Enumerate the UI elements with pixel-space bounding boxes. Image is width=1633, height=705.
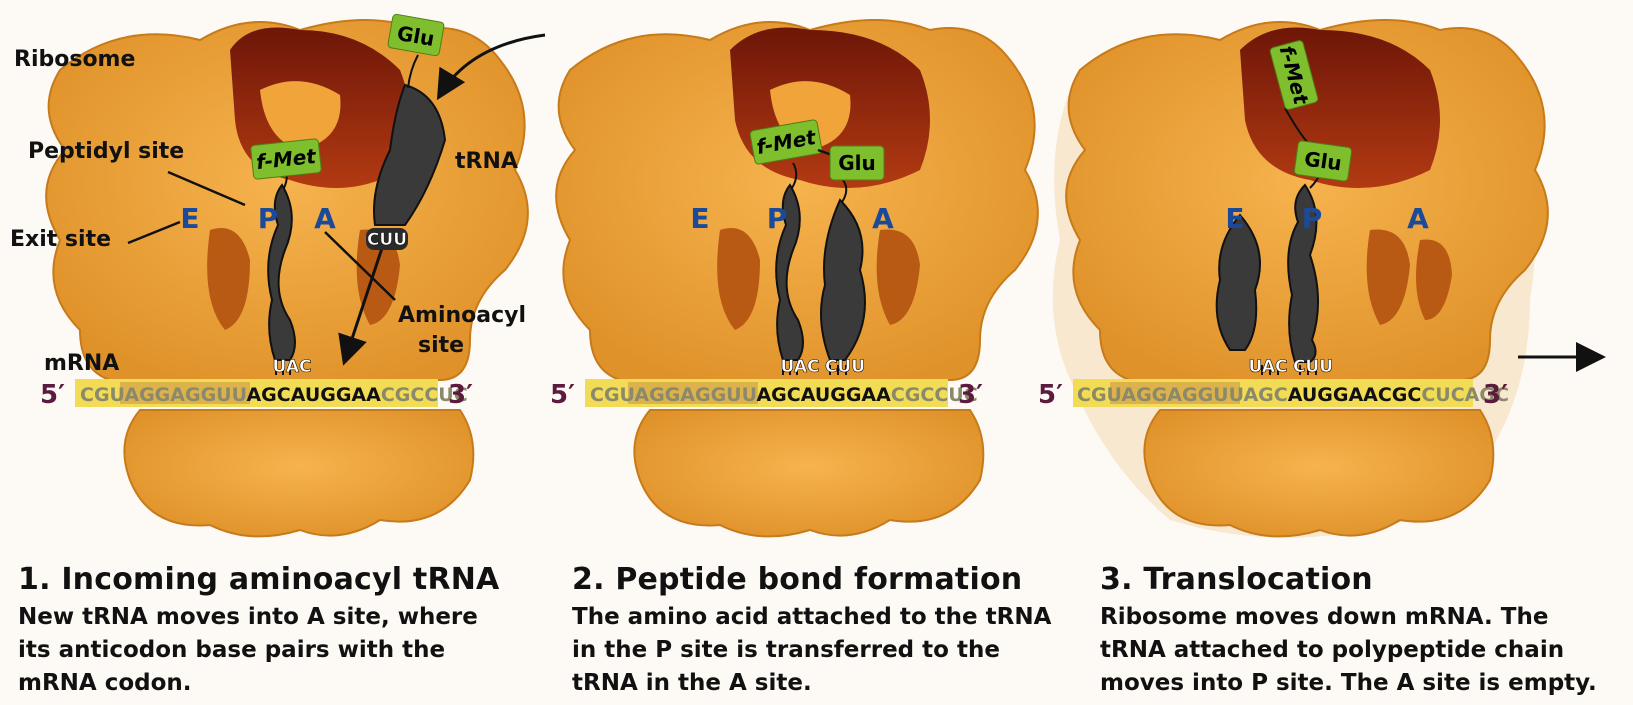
caption-1: 1. Incoming aminoacyl tRNA New tRNA move…: [18, 562, 518, 700]
caption-title: 1. Incoming aminoacyl tRNA: [18, 562, 518, 597]
five-prime-end: 5′: [40, 380, 65, 410]
three-prime-end: 3′: [1483, 380, 1508, 410]
panel-2: [556, 20, 1038, 536]
mrna-sequence: CGUAGGAGGUUAGCAUGGAACGCCUC: [590, 384, 978, 406]
mrna-strands: CGUAGGAGGUUAGCAUGGAACGCCUC CGUAGGAGGUUAG…: [40, 379, 1509, 410]
site-p: P: [258, 202, 279, 235]
caption-line: in the P site is transferred to the: [572, 634, 1072, 667]
site-p: P: [767, 202, 788, 235]
anticodon-uac: UAC: [781, 357, 820, 377]
mrna-label: mRNA: [44, 351, 119, 376]
caption-title: 2. Peptide bond formation: [572, 562, 1072, 597]
mrna-seg2: AGCAUGGAA: [246, 384, 381, 406]
caption-line: moves into P site. The A site is empty.: [1100, 667, 1625, 700]
caption-line: tRNA in the A site.: [572, 667, 1072, 700]
site-a: A: [1407, 202, 1429, 235]
five-prime-end: 5′: [1038, 380, 1063, 410]
caption-3: 3. Translocation Ribosome moves down mRN…: [1100, 562, 1625, 700]
caption-line: its anticodon base pairs with the: [18, 634, 518, 667]
caption-line: New tRNA moves into A site, where: [18, 601, 518, 634]
panel-1: [46, 20, 528, 536]
mrna-seg2: AGCAUGGAA: [756, 384, 891, 406]
site-e: E: [180, 202, 199, 235]
site-p: P: [1302, 202, 1323, 235]
glu-label: Glu: [838, 151, 876, 175]
mrna-sequence: CGUAGGAGGUUAGCAUGGAACGCCUCAGC: [1077, 384, 1509, 406]
caption-line: Ribosome moves down mRNA. The: [1100, 601, 1625, 634]
site-e: E: [690, 202, 709, 235]
caption-title: 3. Translocation: [1100, 562, 1625, 597]
ribosome-label: Ribosome: [14, 47, 135, 72]
mrna-seg1: CGUAGGAGGUU: [80, 384, 246, 406]
peptidyl-site-label: Peptidyl site: [28, 139, 184, 164]
caption-2: 2. Peptide bond formation The amino acid…: [572, 562, 1072, 700]
mrna-seg2: AUGGAACGC: [1288, 384, 1422, 406]
anticodon-uac: UAC: [1249, 357, 1288, 377]
three-prime-end: 3′: [448, 380, 473, 410]
aminoacyl-site-label-1: Aminoacyl: [398, 303, 526, 328]
anticodon-cuu: CUU: [367, 230, 407, 250]
ribosome-icon: [46, 20, 528, 536]
caption-line: The amino acid attached to the tRNA: [572, 601, 1072, 634]
caption-line: tRNA attached to polypeptide chain: [1100, 634, 1625, 667]
ribosome-icon: [556, 20, 1038, 536]
anticodon-uac: UAC: [273, 357, 312, 377]
site-a: A: [872, 202, 894, 235]
mrna-sequence: CGUAGGAGGUUAGCAUGGAACGCCUC: [80, 384, 468, 406]
three-prime-end: 3′: [958, 380, 983, 410]
mrna-seg1: CGUAGGAGGUUAGC: [1077, 384, 1288, 406]
anticodon-cuu: CUU: [1293, 357, 1333, 377]
site-e: E: [1225, 202, 1244, 235]
site-a: A: [314, 202, 336, 235]
five-prime-end: 5′: [550, 380, 575, 410]
aminoacyl-site-label-2: site: [418, 333, 464, 358]
exit-site-label: Exit site: [10, 227, 111, 252]
anticodon-cuu: CUU: [825, 357, 865, 377]
mrna-seg1: CGUAGGAGGUU: [590, 384, 756, 406]
caption-line: mRNA codon.: [18, 667, 518, 700]
trna-label: tRNA: [455, 149, 518, 174]
